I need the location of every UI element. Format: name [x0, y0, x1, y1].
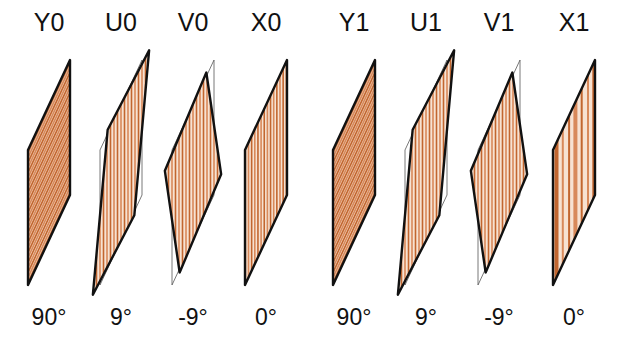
angle-label: 9° — [110, 306, 132, 329]
panel-outline — [93, 50, 149, 295]
panel-outline — [471, 73, 527, 273]
angle-label: 0° — [563, 306, 585, 329]
grating-panel — [0, 0, 161, 340]
stripes — [462, 0, 617, 340]
grating-panel — [81, 0, 305, 340]
grating-panel — [314, 0, 538, 340]
panel-name: Y0 — [34, 10, 65, 35]
panel-outline — [165, 73, 221, 273]
grating-panel — [462, 0, 617, 340]
angle-label: -9° — [178, 306, 208, 329]
grating-panel — [387, 0, 611, 340]
panel-name: X1 — [559, 10, 590, 35]
angle-label: -9° — [484, 306, 514, 329]
angle-label: 0° — [255, 306, 277, 329]
grating-panel — [242, 0, 466, 340]
stripes — [9, 0, 233, 340]
panel-name: V1 — [484, 10, 515, 35]
stripes — [81, 0, 305, 340]
panel-outline — [333, 60, 375, 285]
panel-outline — [245, 60, 287, 285]
panel-name: Y1 — [339, 10, 370, 35]
angle-label: 9° — [415, 306, 437, 329]
panel-outline — [398, 50, 454, 295]
panel-name: U0 — [105, 10, 137, 35]
panel-name: V0 — [178, 10, 209, 35]
stripes — [242, 0, 466, 340]
panel-outline — [28, 60, 70, 285]
panel-name: X0 — [251, 10, 282, 35]
angle-label: 90° — [337, 306, 372, 329]
stripes — [0, 0, 161, 340]
panel-name: U1 — [410, 10, 442, 35]
stripes — [387, 0, 611, 340]
angle-label: 90° — [32, 306, 67, 329]
panel-outline — [553, 60, 595, 285]
grating-panel — [9, 0, 233, 340]
stripes — [314, 0, 538, 340]
